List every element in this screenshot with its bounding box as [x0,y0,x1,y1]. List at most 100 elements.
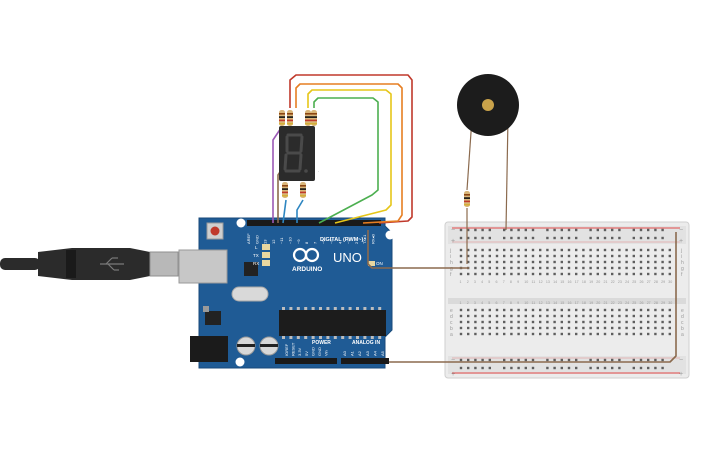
rail-hole[interactable] [661,358,664,362]
breadboard-hole[interactable] [654,320,657,324]
breadboard-hole[interactable] [632,254,635,258]
breadboard-hole[interactable] [618,254,621,258]
breadboard-hole[interactable] [575,260,578,264]
breadboard-hole[interactable] [575,254,578,258]
breadboard-hole[interactable] [495,266,499,270]
breadboard-hole[interactable] [467,320,470,324]
breadboard-hole[interactable] [589,326,592,330]
breadboard-hole[interactable] [488,272,491,276]
rail-hole[interactable] [553,366,556,370]
breadboard-hole[interactable] [474,248,477,252]
breadboard-hole[interactable] [546,248,549,252]
breadboard-hole[interactable] [567,266,571,270]
breadboard-hole[interactable] [517,314,520,318]
breadboard-hole[interactable] [582,308,585,312]
rail-hole[interactable] [560,228,563,232]
breadboard-hole[interactable] [524,266,527,270]
breadboard-hole[interactable] [467,308,470,312]
rail-hole[interactable] [661,236,664,240]
breadboard-hole[interactable] [582,326,585,330]
resistor[interactable] [311,110,317,126]
breadboard-hole[interactable] [611,308,614,312]
breadboard-hole[interactable] [524,320,527,324]
breadboard-hole[interactable] [503,266,506,270]
rail-hole[interactable] [531,358,535,362]
breadboard-hole[interactable] [625,314,628,318]
breadboard-hole[interactable] [647,320,650,324]
breadboard-hole[interactable] [495,308,499,312]
rail-hole[interactable] [531,228,535,232]
rail-hole[interactable] [654,358,657,362]
rail-hole[interactable] [503,236,506,240]
resistor[interactable] [279,110,285,126]
breadboard-hole[interactable] [459,260,463,264]
breadboard-hole[interactable] [474,260,477,264]
rail-hole[interactable] [589,236,592,240]
breadboard-hole[interactable] [467,272,470,276]
rail-hole[interactable] [459,228,463,232]
digital-header[interactable] [247,220,381,226]
breadboard-hole[interactable] [481,248,484,252]
rail-hole[interactable] [503,228,506,232]
breadboard-hole[interactable] [575,266,578,270]
breadboard-hole[interactable] [474,320,477,324]
breadboard-hole[interactable] [539,260,542,264]
breadboard-hole[interactable] [632,314,635,318]
rail-hole[interactable] [467,236,470,240]
breadboard-hole[interactable] [632,248,635,252]
breadboard-hole[interactable] [603,326,607,330]
breadboard-hole[interactable] [539,266,542,270]
breadboard-hole[interactable] [517,320,520,324]
breadboard-hole[interactable] [560,320,563,324]
breadboard-hole[interactable] [589,308,592,312]
breadboard-hole[interactable] [481,332,484,336]
breadboard-hole[interactable] [654,266,657,270]
rail-hole[interactable] [524,358,527,362]
breadboard-hole[interactable] [632,260,635,264]
breadboard-hole[interactable] [459,326,463,330]
breadboard-hole[interactable] [488,254,491,258]
breadboard-hole[interactable] [582,266,585,270]
breadboard-hole[interactable] [596,308,599,312]
breadboard-hole[interactable] [510,260,513,264]
rail-hole[interactable] [467,358,470,362]
breadboard-hole[interactable] [575,308,578,312]
breadboard-hole[interactable] [575,272,578,276]
breadboard-hole[interactable] [668,332,671,336]
rail-hole[interactable] [654,228,657,232]
breadboard-hole[interactable] [474,272,477,276]
breadboard-hole[interactable] [517,332,520,336]
breadboard-hole[interactable] [654,326,657,330]
rail-hole[interactable] [654,366,657,370]
breadboard-hole[interactable] [668,248,671,252]
breadboard-hole[interactable] [668,260,671,264]
breadboard-hole[interactable] [596,320,599,324]
rail-hole[interactable] [488,236,491,240]
rail-hole[interactable] [481,236,484,240]
breadboard-hole[interactable] [524,272,527,276]
breadboard-hole[interactable] [467,326,470,330]
breadboard-hole[interactable] [495,332,499,336]
breadboard-hole[interactable] [546,332,549,336]
rail-hole[interactable] [611,228,614,232]
breadboard-hole[interactable] [647,266,650,270]
breadboard-hole[interactable] [654,314,657,318]
breadboard-hole[interactable] [632,320,635,324]
rail-hole[interactable] [603,228,607,232]
breadboard-hole[interactable] [603,308,607,312]
breadboard-hole[interactable] [589,260,592,264]
breadboard-hole[interactable] [611,254,614,258]
breadboard-hole[interactable] [654,332,657,336]
breadboard-hole[interactable] [611,332,614,336]
breadboard-hole[interactable] [661,314,664,318]
breadboard-hole[interactable] [474,326,477,330]
breadboard-hole[interactable] [531,272,535,276]
breadboard-hole[interactable] [639,248,643,252]
rail-hole[interactable] [618,228,621,232]
breadboard-hole[interactable] [661,248,664,252]
breadboard-hole[interactable] [467,248,470,252]
rail-hole[interactable] [488,228,491,232]
breadboard-hole[interactable] [589,254,592,258]
breadboard-hole[interactable] [639,314,643,318]
